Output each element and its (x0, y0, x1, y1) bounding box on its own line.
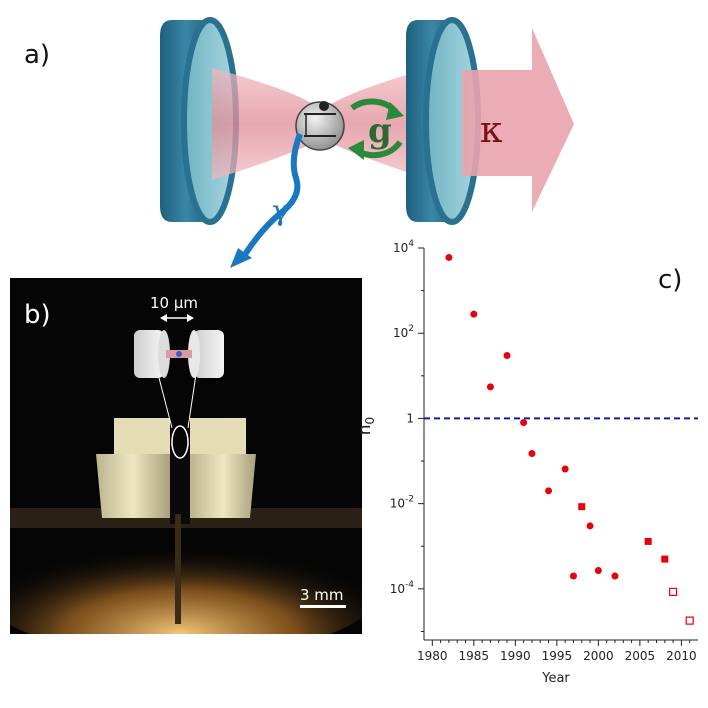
y-tick-label: 104 (393, 239, 414, 255)
data-point-circle (445, 253, 453, 261)
chart-panel-label: c) (658, 265, 682, 295)
data-point-square (578, 503, 586, 511)
data-point-open-square (668, 587, 678, 596)
data-points (445, 253, 694, 625)
y-tick-label: 10-4 (390, 580, 415, 596)
y-axis-label-base: n (360, 424, 375, 435)
x-tick-label: 2005 (625, 649, 656, 663)
inset-mirrors (134, 330, 224, 378)
svg-text:n0: n0 (360, 417, 377, 435)
x-tick-label: 2000 (583, 649, 614, 663)
data-point-circle (486, 383, 494, 391)
y-tick-label: 1 (406, 411, 414, 425)
coupling-symbol: g (368, 111, 392, 151)
y-tick-label: 102 (393, 324, 414, 340)
x-ticks: 1980 1985 1990 1995 2000 2005 2010 (417, 640, 697, 663)
x-tick-label: 2010 (666, 649, 697, 663)
atom (295, 101, 345, 151)
panel-b-label: b) (24, 300, 51, 330)
scale-bar-label: 3 mm (300, 586, 344, 604)
x-tick-label: 1990 (500, 649, 531, 663)
inset-scale-label: 10 μm (150, 294, 199, 312)
data-point-circle (594, 566, 602, 574)
loss-arrowhead-icon (230, 248, 252, 268)
device-photo: b) 10 μm 3 mm (10, 278, 362, 634)
coupling-arrowhead-bottom-icon (348, 140, 364, 160)
cavity-location-marker (171, 425, 189, 459)
x-tick-label: 1980 (417, 649, 448, 663)
data-point-open-square (685, 616, 694, 625)
data-point-circle (586, 522, 594, 530)
y-ticks: 104 102 1 10-2 10-4 (390, 239, 424, 632)
x-tick-label: 1995 (542, 649, 573, 663)
data-point-circle (528, 450, 536, 458)
cavity-schematic: g κ γ (160, 17, 574, 268)
data-point-circle (520, 419, 528, 427)
decay-symbol: κ (480, 110, 503, 151)
y-axis-label-subscript: 0 (363, 417, 377, 425)
data-point-circle (470, 310, 478, 318)
panel-a-label: a) (24, 40, 51, 70)
data-point-circle (561, 465, 569, 473)
y-axis-label: n0 (360, 417, 377, 435)
data-point-circle (545, 487, 553, 495)
data-point-square (644, 537, 652, 545)
n0-vs-year-chart: 1980 1985 1990 1995 2000 2005 2010 104 102 1 10-2… (360, 239, 698, 686)
scale-bar (300, 605, 346, 608)
data-point-circle (503, 351, 511, 359)
data-point-circle (611, 572, 619, 580)
coupling-arrowhead-top-icon (386, 102, 404, 120)
plot-frame (423, 248, 698, 641)
loss-symbol: γ (272, 194, 289, 227)
y-tick-label: 10-2 (390, 495, 414, 511)
loss-arrow (241, 132, 303, 258)
data-point-circle (569, 572, 577, 580)
x-axis-label: Year (541, 671, 570, 686)
x-tick-label: 1985 (459, 649, 490, 663)
data-point-square (661, 555, 669, 563)
output-arrow (462, 28, 574, 212)
